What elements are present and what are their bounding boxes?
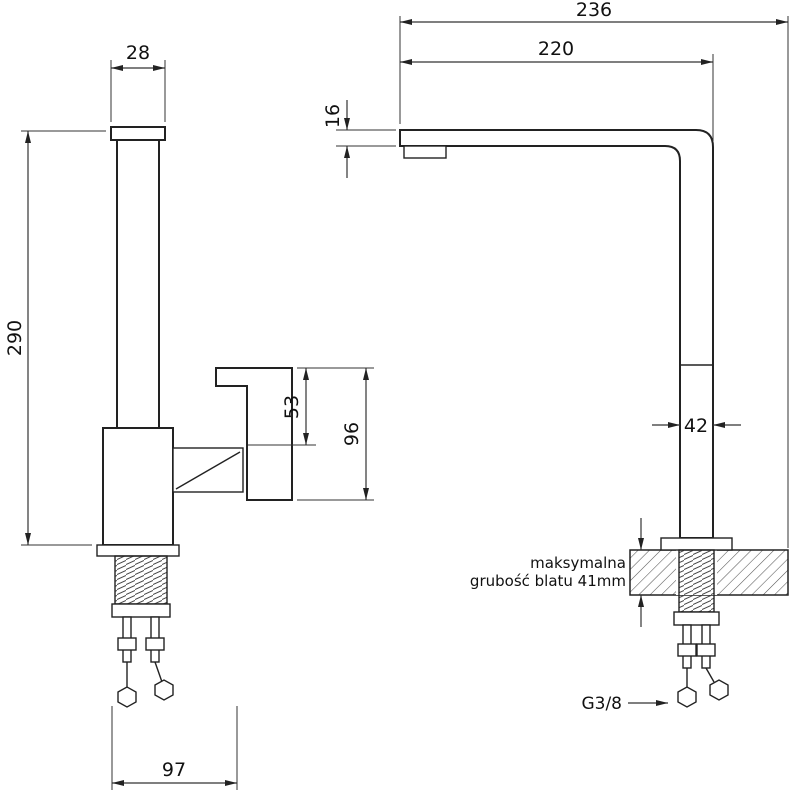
dim-label-290: 290 (4, 320, 26, 356)
dim-label-42: 42 (684, 415, 708, 437)
aerator (403, 145, 447, 159)
stud-nut (677, 643, 697, 657)
dimension-spout-reach: 220 (400, 38, 714, 141)
threaded-shank (678, 549, 715, 613)
deck-flange (96, 544, 180, 557)
dim-label-96: 96 (341, 422, 363, 446)
dimension-handle: 53 96 (248, 367, 374, 501)
dim-label-53: 53 (281, 395, 303, 419)
faucet-body (102, 427, 174, 546)
hose-connector (709, 679, 729, 701)
dimension-spout-thickness: 16 (322, 100, 396, 178)
stud-nut (117, 637, 137, 651)
supply-hose (705, 667, 715, 683)
thread-size-annotation: G3/8 (581, 694, 668, 714)
stud-nut (145, 637, 165, 651)
mounting-nut (111, 603, 171, 618)
dimension-overall-depth: 236 (399, 0, 789, 548)
joint-diagonal-line (175, 451, 241, 490)
thread-size-label: G3/8 (581, 694, 622, 714)
dim-label-28: 28 (126, 42, 150, 64)
stud-nut (696, 643, 716, 657)
deck-flange (660, 537, 733, 551)
countertop-note-line1: maksymalna (530, 554, 626, 572)
hose-connector (154, 679, 174, 701)
countertop-note-line2: grubość blatu 41mm (470, 572, 626, 590)
dim-label-97: 97 (162, 759, 186, 781)
spout-and-column (399, 129, 714, 539)
spout-cap (110, 126, 166, 141)
front-view: 236 220 16 42 maksymalna grubość bla (322, 0, 789, 714)
spout-column (116, 139, 160, 429)
countertop-thickness-annotation: maksymalna grubość blatu 41mm (470, 518, 644, 627)
side-view: 28 290 53 96 97 (4, 42, 374, 790)
threaded-shank (114, 555, 168, 605)
dim-label-16: 16 (322, 104, 344, 128)
dim-label-220: 220 (538, 38, 574, 60)
handle-lever (215, 367, 293, 501)
hose-connector (117, 686, 137, 708)
dimension-body-width: 42 (652, 415, 741, 437)
dimension-spout-width: 28 (110, 42, 166, 122)
supply-hose (154, 661, 163, 683)
hose-connector (677, 686, 697, 708)
dimension-base-depth: 97 (111, 706, 238, 790)
mounting-nut (673, 611, 720, 626)
dimension-total-height: 290 (4, 130, 106, 546)
dim-label-236: 236 (576, 0, 612, 21)
